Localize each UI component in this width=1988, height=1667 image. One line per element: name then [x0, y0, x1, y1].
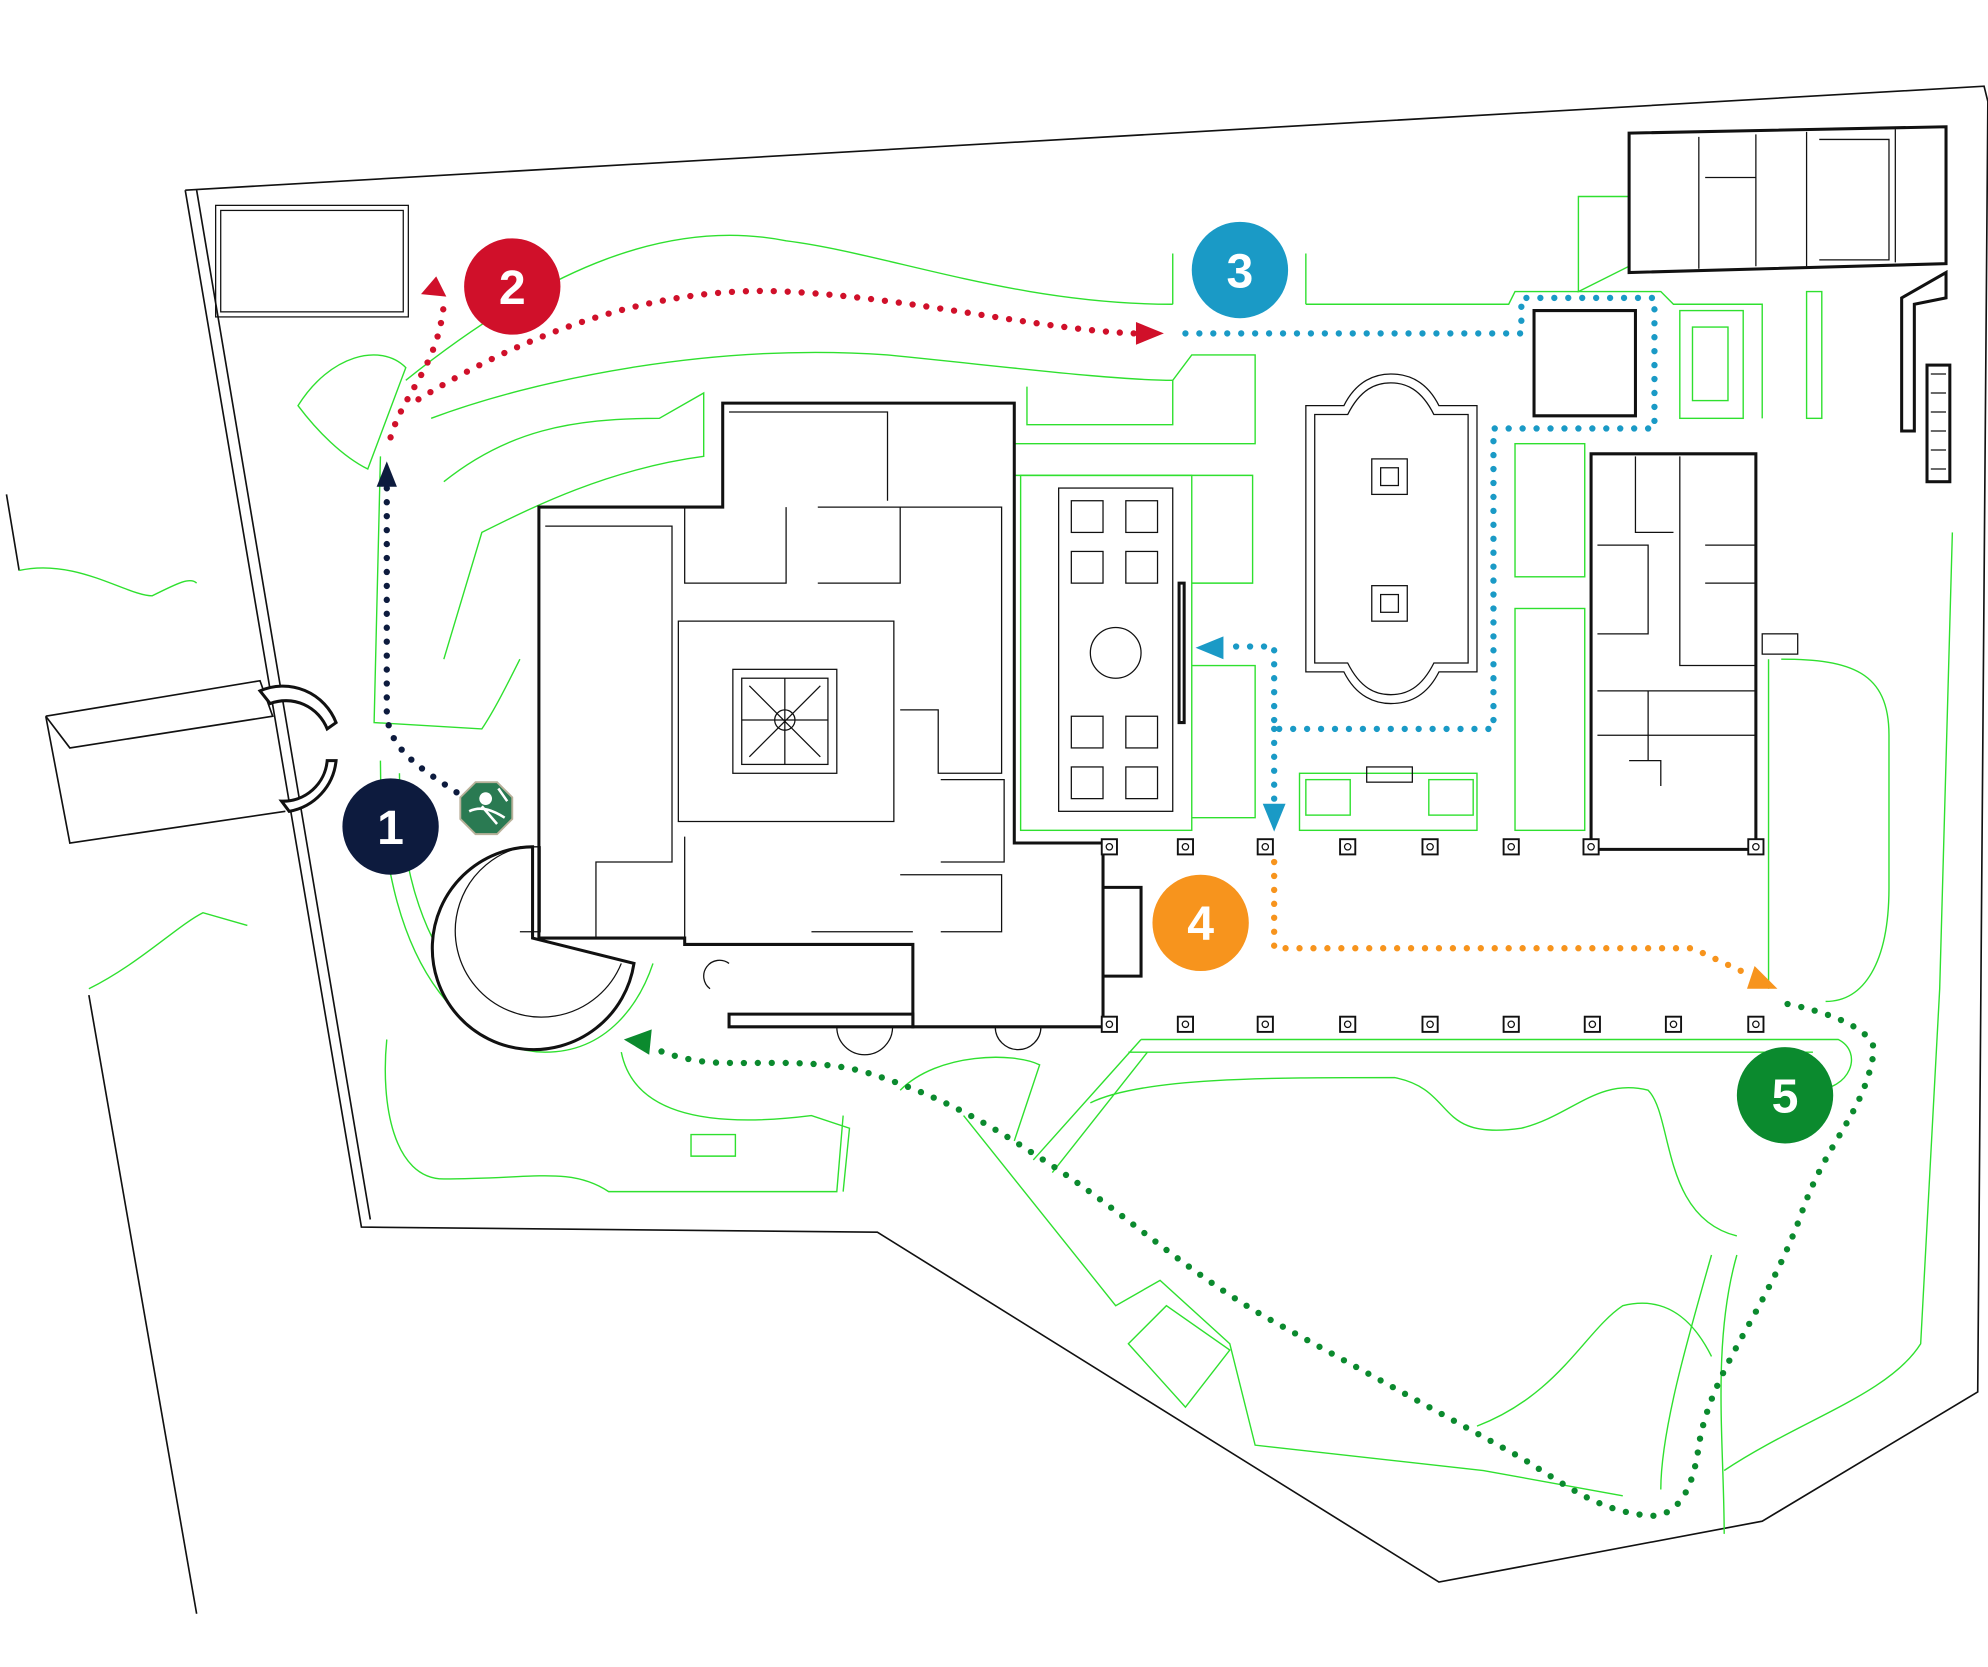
- garden-beds: [1058, 487, 1186, 812]
- marker-1[interactable]: 1: [342, 778, 439, 875]
- pillar-center: [1343, 1020, 1352, 1029]
- pillar-center: [1507, 1020, 1516, 1029]
- pillar: [1664, 1015, 1683, 1033]
- pillar: [1256, 1015, 1274, 1033]
- pillar-center: [1752, 843, 1760, 851]
- pavilion-building: [215, 204, 409, 318]
- pillar: [1582, 838, 1600, 856]
- route-1-path: [383, 484, 460, 796]
- pillar-center: [1587, 843, 1595, 851]
- tour-routes: [376, 276, 1877, 1519]
- route-4-path: [1270, 858, 1756, 980]
- marker-4-label: 4: [1187, 897, 1214, 951]
- marker-3[interactable]: 3: [1191, 221, 1289, 319]
- pillar-center: [1105, 843, 1114, 851]
- marker-2[interactable]: 2: [464, 238, 561, 335]
- pillar-center: [1261, 1020, 1270, 1029]
- route-3-arrow-west: [1195, 636, 1224, 660]
- pillar: [1100, 1015, 1118, 1033]
- pillar-center: [1181, 843, 1190, 851]
- marker-3-label: 3: [1227, 244, 1254, 298]
- pillar-center: [1181, 1020, 1190, 1029]
- pillar: [1747, 1015, 1765, 1033]
- pillar: [1502, 838, 1520, 856]
- route-3-arrow-south: [1262, 803, 1286, 832]
- pillar: [1747, 838, 1765, 856]
- pillar: [1502, 1015, 1520, 1033]
- pillar: [1583, 1015, 1601, 1033]
- route-5-path: [649, 1000, 1877, 1519]
- pillar: [1100, 838, 1118, 856]
- route-2-arrow-up: [421, 276, 447, 297]
- round-tower: [430, 845, 636, 1052]
- pillar-center: [1105, 1020, 1114, 1029]
- pillar-center: [1752, 1020, 1760, 1029]
- pillar-center: [1588, 1020, 1597, 1029]
- marker-5-label: 5: [1772, 1070, 1799, 1124]
- route-markers: 1 2 3 4 5: [342, 221, 1834, 1144]
- route-1-arrow: [376, 461, 397, 487]
- garden-paths: [19, 195, 1954, 1534]
- marker-4[interactable]: 4: [1152, 874, 1249, 972]
- pillar-center: [1426, 1020, 1434, 1029]
- pillar-center: [1669, 1020, 1678, 1029]
- start-emblem: [459, 781, 514, 836]
- pillar-center: [1426, 843, 1434, 851]
- fountain-parterre: [1305, 373, 1478, 705]
- pillar: [1256, 838, 1274, 856]
- pillar: [1339, 1015, 1357, 1033]
- east-wing: [1589, 452, 1758, 851]
- route-2-path: [387, 301, 447, 441]
- route-2-arrow-east: [1135, 321, 1164, 345]
- pillar-center: [1507, 843, 1516, 851]
- pillar: [1176, 1015, 1194, 1033]
- marker-2-label: 2: [499, 261, 526, 315]
- main-house: [537, 401, 1105, 1029]
- marker-1-label: 1: [377, 801, 404, 855]
- route-5-arrow: [623, 1029, 652, 1055]
- pillar: [1339, 838, 1357, 856]
- route-4-arrow: [1747, 965, 1778, 989]
- stable-block: [1627, 125, 1948, 275]
- marker-5[interactable]: 5: [1736, 1047, 1834, 1144]
- pillar: [1421, 838, 1439, 856]
- pillar-center: [1343, 843, 1352, 851]
- north-pavilion: [1532, 309, 1637, 418]
- pillar-row: [1100, 838, 1765, 1033]
- pillar: [1421, 1015, 1439, 1033]
- route-2-path-east: [415, 287, 1138, 403]
- pillar-center: [1261, 843, 1270, 851]
- route-3-path: [1182, 294, 1658, 805]
- buildings: [215, 125, 1952, 1056]
- pillar: [1176, 838, 1194, 856]
- property-boundary: [5, 85, 1988, 1614]
